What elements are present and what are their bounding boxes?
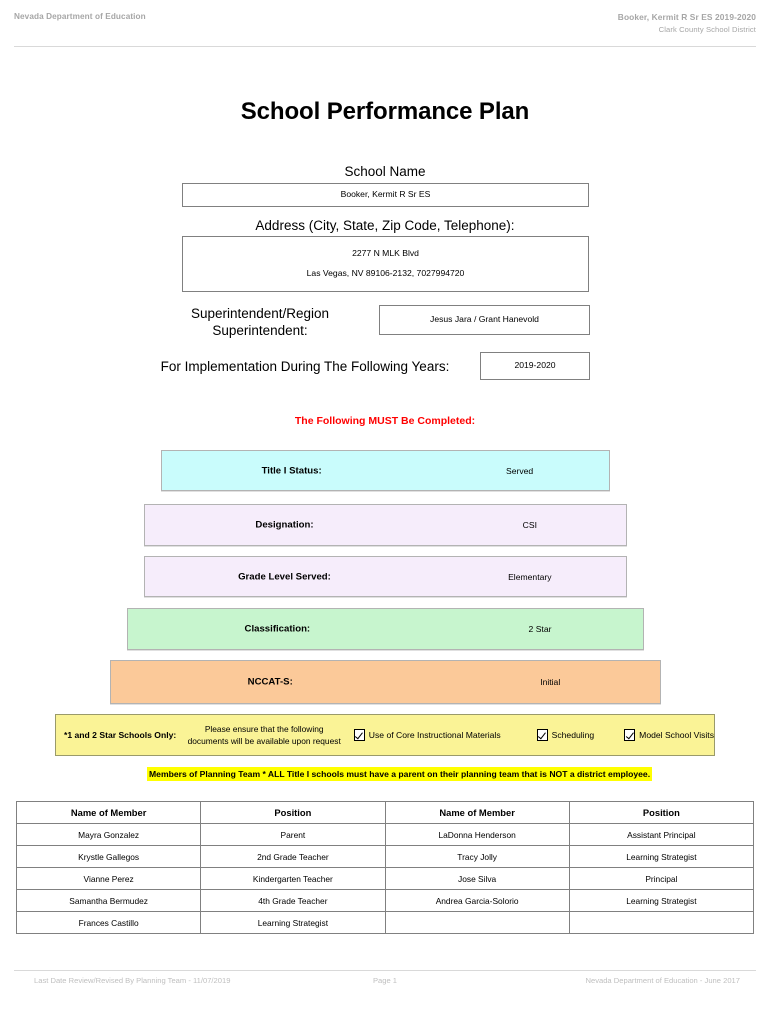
member-name[interactable]: Andrea Garcia-Solorio bbox=[384, 889, 570, 912]
header-agency-name: Nevada Department of Education bbox=[14, 12, 146, 21]
header-district: Clark County School District bbox=[658, 25, 756, 34]
member-position[interactable]: Learning Strategist bbox=[568, 845, 755, 868]
member-name[interactable]: Samantha Bermudez bbox=[15, 889, 202, 912]
status-value: Served bbox=[505, 465, 534, 476]
status-label: Classification: bbox=[244, 623, 311, 635]
checkbox-label: Use of Core Instructional Materials bbox=[368, 730, 501, 740]
status-label: Designation: bbox=[255, 519, 314, 531]
column-header-name-2: Name of Member bbox=[384, 801, 570, 824]
star-schools-note-line-2: documents will be available upon request bbox=[187, 736, 341, 746]
status-label: Title I Status: bbox=[261, 465, 322, 476]
implementation-years-label: For Implementation During The Following … bbox=[160, 359, 450, 374]
checkbox-item-scheduling[interactable]: Scheduling bbox=[536, 729, 595, 741]
running-header: Nevada Department of Education Booker, K… bbox=[0, 10, 770, 50]
status-bar-classification[interactable]: Classification: 2 Star bbox=[127, 608, 644, 650]
checkbox-item-model-school-visits[interactable]: Model School Visits bbox=[624, 729, 714, 741]
status-bar-title-i-status[interactable]: Title I Status: Served bbox=[161, 450, 610, 491]
star-schools-note: Please ensure that the following documen… bbox=[181, 723, 348, 747]
header-school-year: Booker, Kermit R Sr ES 2019-2020 bbox=[617, 12, 756, 22]
column-header-position-2: Position bbox=[568, 801, 755, 824]
checkmark-icon[interactable] bbox=[353, 729, 365, 741]
status-bar-nccat-s[interactable]: NCCAT-S: Initial bbox=[110, 660, 661, 704]
member-position[interactable]: Kindergarten Teacher bbox=[200, 867, 386, 890]
school-name-field[interactable]: Booker, Kermit R Sr ES bbox=[182, 183, 589, 207]
star-schools-title: *1 and 2 Star Schools Only: bbox=[64, 730, 177, 740]
checkbox-item-core-instructional-materials[interactable]: Use of Core Instructional Materials bbox=[353, 729, 501, 741]
running-footer: Last Date Review/Revised By Planning Tea… bbox=[14, 976, 756, 990]
member-name[interactable]: Frances Castillo bbox=[15, 911, 202, 934]
must-complete-notice: The Following MUST Be Completed: bbox=[294, 415, 476, 427]
status-value: Initial bbox=[540, 677, 561, 687]
member-name[interactable]: Tracy Jolly bbox=[384, 845, 570, 868]
member-position[interactable]: 2nd Grade Teacher bbox=[200, 845, 386, 868]
table-row: Samantha Bermudez 4th Grade Teacher Andr… bbox=[15, 889, 755, 912]
footer-source: Nevada Department of Education - June 20… bbox=[585, 976, 740, 985]
address-line-1: 2277 N MLK Blvd bbox=[352, 248, 419, 259]
superintendent-label: Superintendent/Region Superintendent: bbox=[190, 306, 330, 339]
address-line-2: Las Vegas, NV 89106-2132, 7027994720 bbox=[306, 268, 465, 278]
school-name-label: School Name bbox=[344, 164, 426, 179]
school-name-value: Booker, Kermit R Sr ES bbox=[340, 189, 431, 200]
checkbox-label: Model School Visits bbox=[639, 730, 714, 740]
member-name[interactable]: Vianne Perez bbox=[15, 867, 202, 890]
member-position[interactable] bbox=[568, 911, 755, 934]
column-header-position-1: Position bbox=[200, 801, 386, 824]
status-label: Grade Level Served: bbox=[238, 571, 331, 582]
table-header-row: Name of Member Position Name of Member P… bbox=[15, 801, 755, 824]
status-value: 2 Star bbox=[528, 624, 552, 634]
checkmark-icon[interactable] bbox=[536, 729, 548, 741]
footer-divider bbox=[14, 970, 756, 971]
header-divider bbox=[14, 46, 756, 47]
footer-last-revised: Last Date Review/Revised By Planning Tea… bbox=[34, 976, 231, 985]
member-name[interactable] bbox=[384, 911, 570, 934]
member-position[interactable]: Parent bbox=[200, 823, 386, 846]
checkbox-label: Scheduling bbox=[551, 730, 595, 740]
table-row: Mayra Gonzalez Parent LaDonna Henderson … bbox=[15, 823, 755, 846]
column-header-name-1: Name of Member bbox=[15, 801, 202, 824]
checkmark-icon[interactable] bbox=[624, 729, 636, 741]
star-schools-checkbox-group: Use of Core Instructional Materials Sche… bbox=[348, 729, 714, 741]
star-schools-note-line-1: Please ensure that the following bbox=[204, 723, 324, 734]
planning-team-members-table: Name of Member Position Name of Member P… bbox=[15, 801, 755, 934]
member-position[interactable]: Learning Strategist bbox=[568, 889, 755, 912]
implementation-years-value: 2019-2020 bbox=[514, 360, 556, 371]
address-field[interactable]: 2277 N MLK Blvd Las Vegas, NV 89106-2132… bbox=[182, 236, 589, 292]
status-value: CSI bbox=[522, 520, 537, 530]
status-bar-grade-level-served[interactable]: Grade Level Served: Elementary bbox=[144, 556, 627, 597]
table-row: Krystle Gallegos 2nd Grade Teacher Tracy… bbox=[15, 845, 755, 868]
status-bar-designation[interactable]: Designation: CSI bbox=[144, 504, 627, 546]
member-name[interactable]: LaDonna Henderson bbox=[384, 823, 570, 846]
status-label: NCCAT-S: bbox=[247, 676, 293, 688]
member-name[interactable]: Jose Silva bbox=[384, 867, 570, 890]
table-row: Vianne Perez Kindergarten Teacher Jose S… bbox=[15, 867, 755, 890]
footer-page-number: Page 1 bbox=[372, 976, 398, 985]
member-position[interactable]: Assistant Principal bbox=[568, 823, 755, 846]
member-name[interactable]: Krystle Gallegos bbox=[15, 845, 202, 868]
page-title: School Performance Plan bbox=[240, 98, 530, 125]
superintendent-field[interactable]: Jesus Jara / Grant Hanevold bbox=[379, 305, 590, 335]
table-row: Frances Castillo Learning Strategist bbox=[15, 911, 755, 934]
member-position[interactable]: Learning Strategist bbox=[200, 911, 386, 934]
header-school-info: Booker, Kermit R Sr ES 2019-2020 Clark C… bbox=[618, 12, 756, 34]
superintendent-value: Jesus Jara / Grant Hanevold bbox=[430, 314, 539, 325]
member-name[interactable]: Mayra Gonzalez bbox=[15, 823, 202, 846]
star-schools-requirements-strip: *1 and 2 Star Schools Only: Please ensur… bbox=[55, 714, 715, 756]
status-value: Elementary bbox=[508, 571, 552, 582]
member-position[interactable]: Principal bbox=[568, 867, 755, 890]
address-label: Address (City, State, Zip Code, Telephon… bbox=[255, 218, 515, 233]
planning-team-note: Members of Planning Team * ALL Title I s… bbox=[147, 767, 653, 781]
member-position[interactable]: 4th Grade Teacher bbox=[200, 889, 386, 912]
implementation-years-field[interactable]: 2019-2020 bbox=[480, 352, 590, 380]
